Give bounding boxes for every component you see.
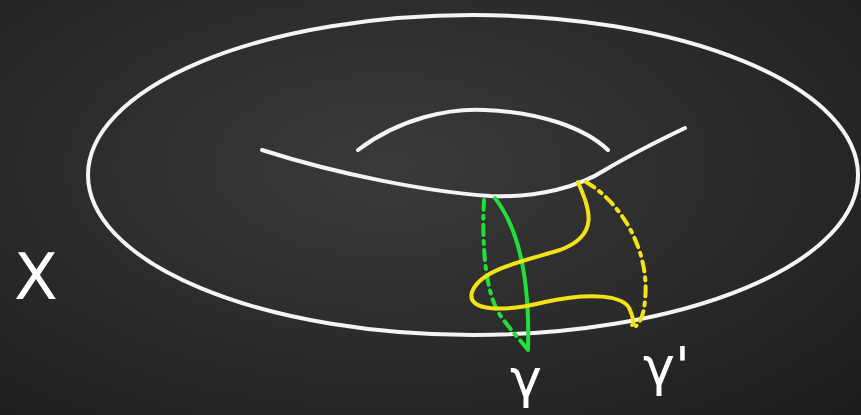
torus-outline [88, 15, 858, 335]
curve-label: γ' [643, 340, 690, 394]
gamma-prime-curve-front [471, 182, 633, 325]
surface-label: X [14, 245, 58, 309]
gamma-prime-curve-back [586, 182, 646, 326]
curve-label: γ [510, 352, 542, 406]
torus-inner-lower [262, 128, 685, 196]
torus-inner-upper [358, 110, 608, 150]
